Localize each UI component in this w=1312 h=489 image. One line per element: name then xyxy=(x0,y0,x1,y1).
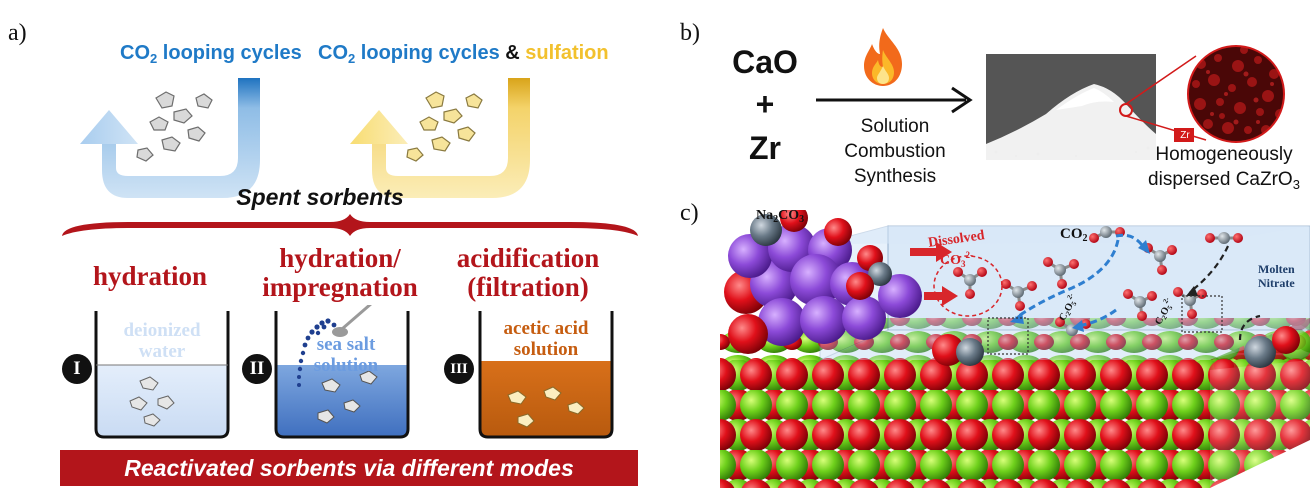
particles-grey xyxy=(136,91,213,162)
reactant-zr: Zr xyxy=(749,130,781,166)
spent-sorbents-brace xyxy=(62,214,638,236)
mode-title-1: hydration xyxy=(92,261,208,291)
loop-title-left: CO2 looping cycles xyxy=(120,42,302,66)
mode-title-3: acidification (filtration) xyxy=(456,243,600,302)
mode-marker-1: I xyxy=(62,354,92,384)
loop-arrows xyxy=(80,78,530,198)
panel-c-label: c) xyxy=(680,200,699,226)
reaction-arrow xyxy=(816,86,973,114)
beaker-1 xyxy=(94,311,230,439)
mode-marker-3: III xyxy=(444,354,474,384)
beaker-3 xyxy=(478,311,614,439)
product-label: Homogeneously dispersed CaZrO3 xyxy=(1148,144,1300,192)
loop-arrow-yellow xyxy=(350,78,530,198)
beakers xyxy=(94,305,614,439)
loop-title-right: CO2 looping cycles & sulfation xyxy=(318,42,609,66)
panel-b-label: b) xyxy=(680,20,700,46)
mode-marker-2: II xyxy=(242,354,272,384)
carbon-atoms xyxy=(964,226,1230,336)
powder-image xyxy=(986,45,1285,160)
na2co3-cluster xyxy=(724,210,922,354)
beaker-2 xyxy=(274,305,410,439)
plus-sign: + xyxy=(755,86,775,122)
co2-label: CO2 xyxy=(1060,226,1088,244)
zr-map-tag: Zr xyxy=(1180,130,1190,141)
reactivated-banner: Reactivated sorbents via different modes xyxy=(60,450,638,486)
dissolved-co3-label: CO32- xyxy=(940,250,973,269)
panel-a-label: a) xyxy=(8,20,27,46)
flame-icon xyxy=(864,28,902,86)
reactant-cao: CaO xyxy=(732,44,798,80)
mode-title-2: hydration/ impregnation xyxy=(262,243,418,302)
particles-yellow xyxy=(406,91,483,162)
loop-arrow-blue xyxy=(80,78,260,198)
spent-sorbents-label: Spent sorbents xyxy=(236,184,404,210)
surface-model xyxy=(720,210,1310,488)
na2co3-label: Na2CO3 xyxy=(756,208,805,225)
